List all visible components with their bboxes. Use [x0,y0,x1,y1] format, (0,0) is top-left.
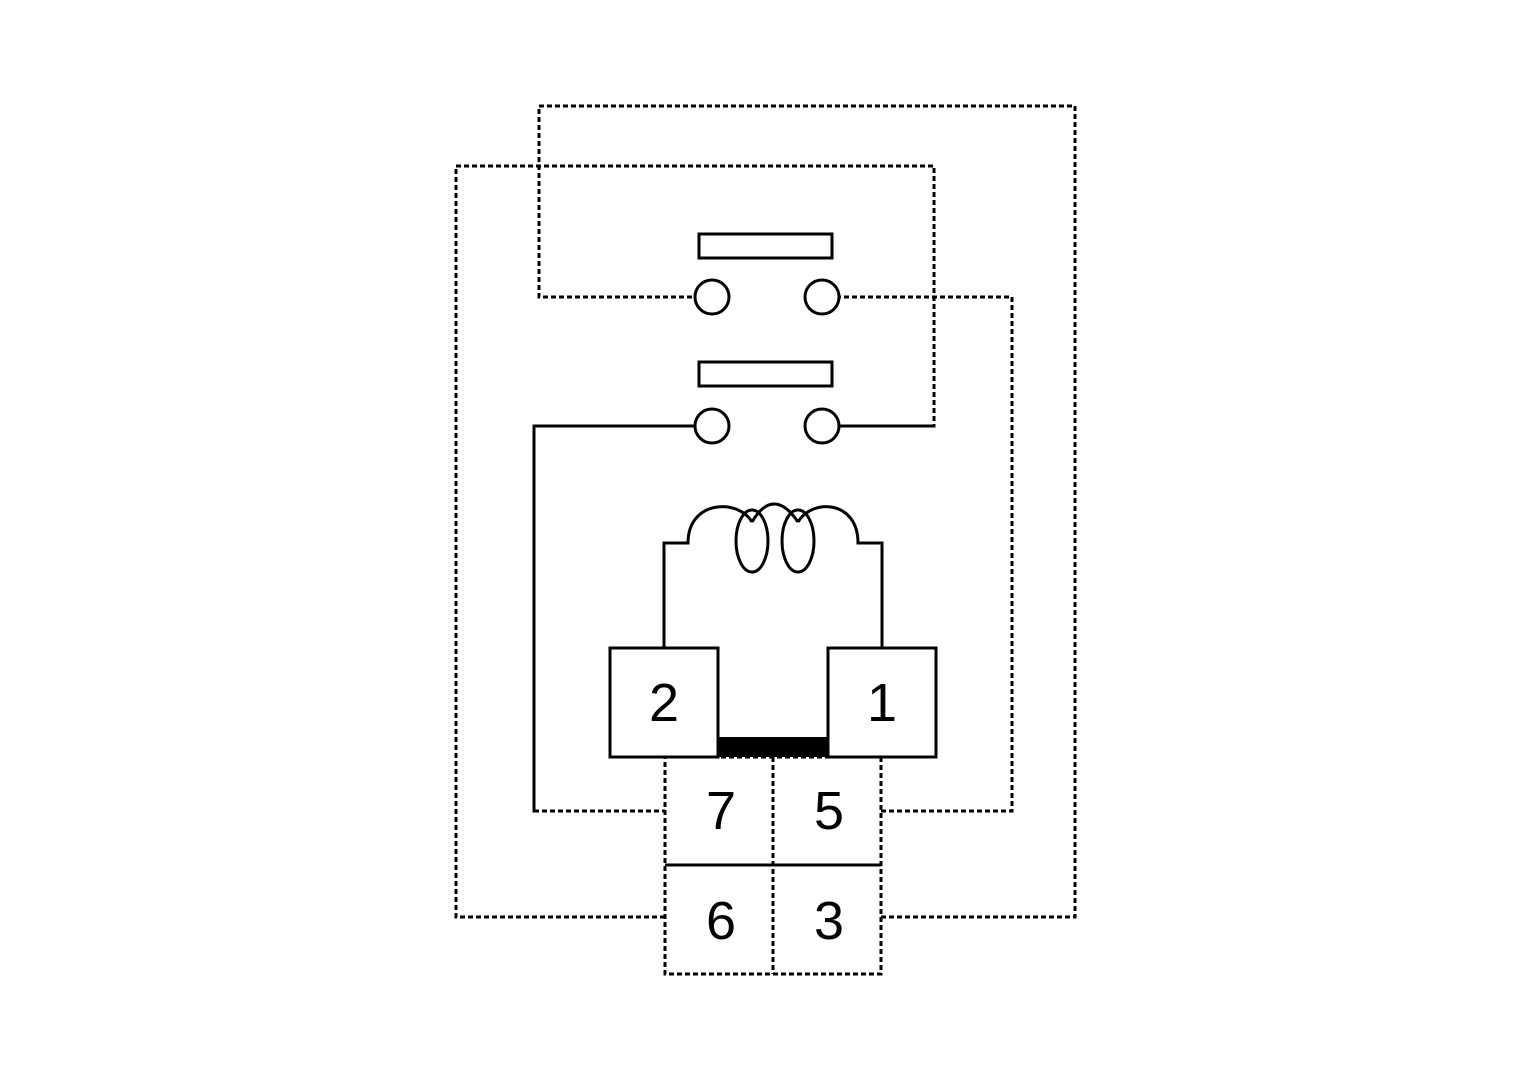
terminal-6-label: 6 [706,891,736,951]
lower-left-contact-icon [693,407,731,445]
terminal-1-label: 1 [867,673,897,733]
lower-switch-armature [697,360,834,388]
coil-lead-left [662,541,690,650]
lower-right-contact-icon [803,407,841,445]
wire-terminal-5-to-upper-right-contact [840,295,1014,813]
terminal-2-label: 2 [649,673,679,733]
terminal-2-box [608,646,720,759]
terminal-1-box [826,646,938,759]
upper-left-contact-icon [693,278,731,316]
terminal-5-label: 5 [814,781,844,841]
wire-terminal-3-to-upper-left-contact [537,104,1077,919]
coil-lead-right [856,541,884,650]
upper-right-contact-icon [803,278,841,316]
wire-lower-left-contact-to-terminal-7 [532,424,697,813]
terminal-7-label: 7 [706,781,736,841]
relay-coil-icon [686,502,860,574]
connector-lock-tab [718,737,828,757]
upper-switch-armature [697,232,834,260]
wire-terminal-6-to-lower-right-contact [454,164,936,919]
terminal-3-label: 3 [814,891,844,951]
